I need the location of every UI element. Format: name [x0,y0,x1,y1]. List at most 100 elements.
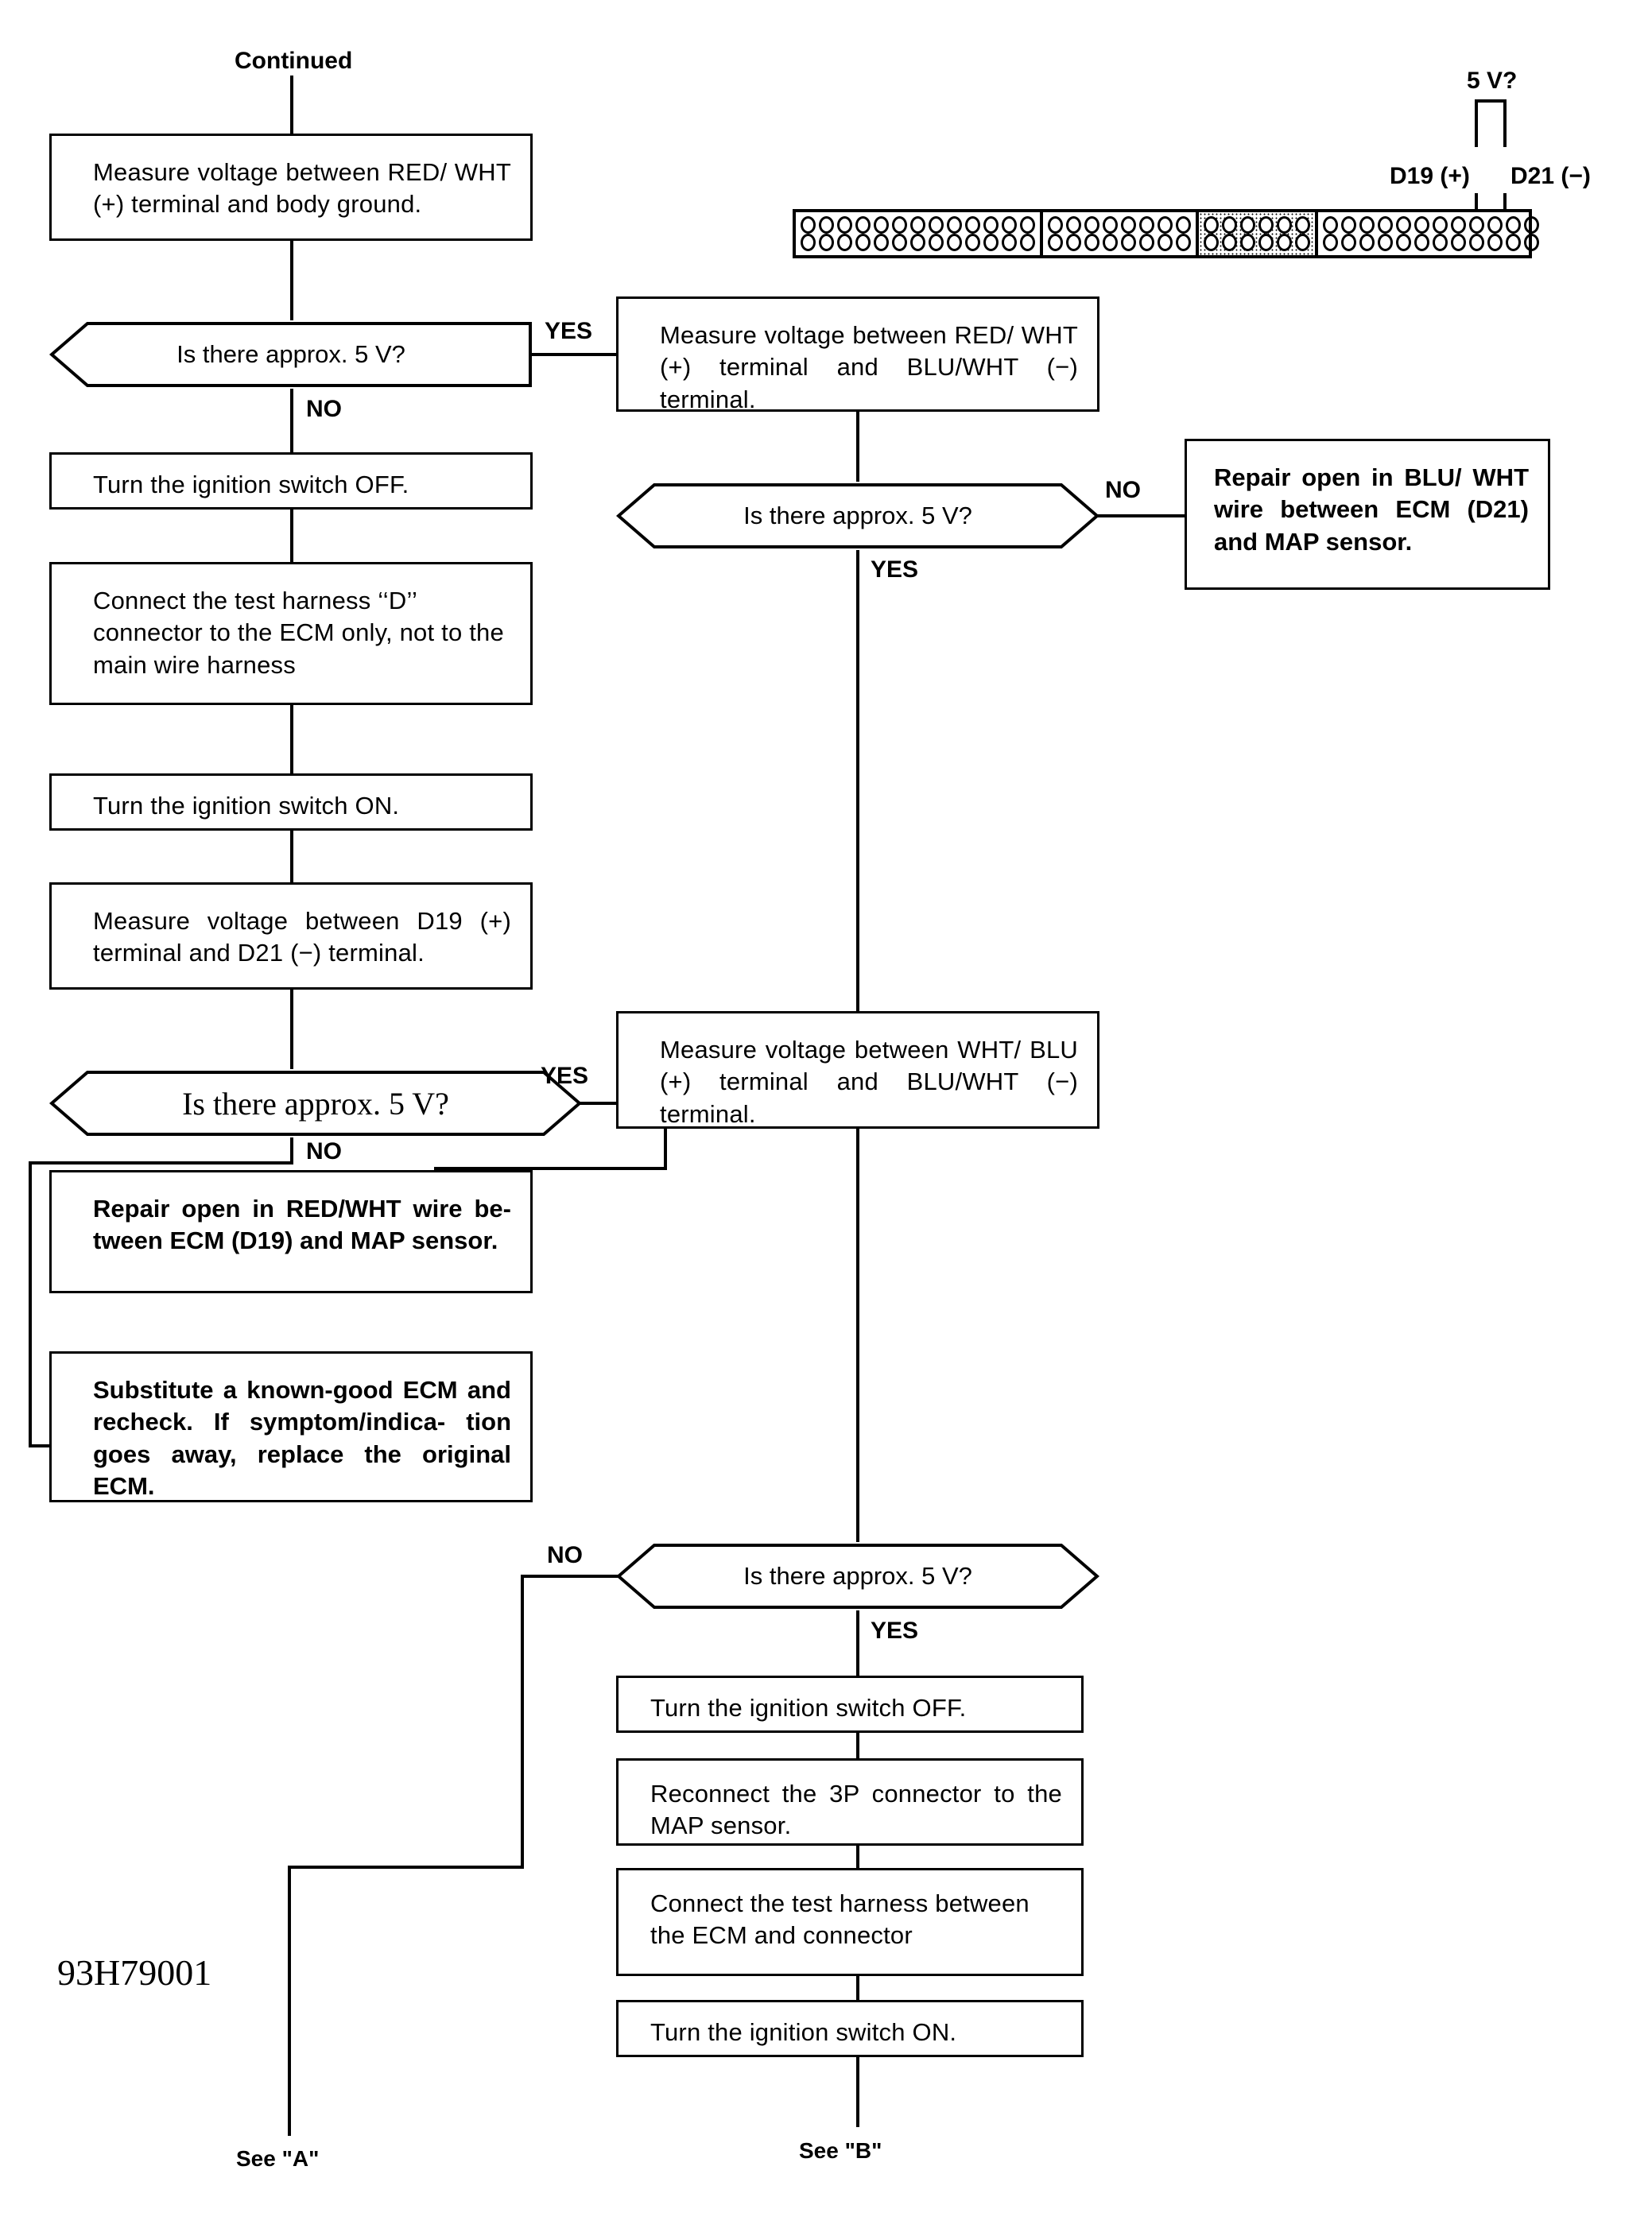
connector-pin [947,215,962,234]
line-reconnect-to-connectharness [856,1846,859,1868]
connector-pin-group-1 [796,212,1043,255]
decision-is-there-5v-3: Is there approx. 5 V? [616,482,1099,550]
line-ign1-to-harnessd [290,510,293,562]
connector-pin [892,215,907,234]
see-a-label: See "A" [236,2146,320,2171]
connector-pin [1240,234,1255,252]
connector-pin [1433,215,1448,234]
line-ignoff2-to-reconnect [856,1733,859,1758]
label-yes-2: YES [541,1063,589,1089]
connector-pin [1103,215,1118,234]
node-ignition-off-1: Turn the ignition switch OFF. [49,452,533,510]
line-d1-no [290,389,293,452]
connector-pin [855,234,871,252]
label-no-2: NO [306,1138,342,1165]
connector-pin-group-4 [1318,212,1544,255]
connector-pin [1176,234,1191,252]
connector-pin [910,215,925,234]
node-substitute-ecm: Substitute a known-good ECM and recheck.… [49,1351,533,1502]
connector-pin [1066,234,1081,252]
decision-is-there-5v-2: Is there approx. 5 V? [49,1069,582,1137]
decision-is-there-5v-4: Is there approx. 5 V? [616,1542,1099,1610]
node-measure-red-wht-ground: Measure voltage between RED/ WHT (+) ter… [49,134,533,241]
line-harnessd-to-ign-on [290,705,293,773]
connector-pin [1396,234,1411,252]
continued-label: Continued [235,48,353,74]
connector-pin-row [1323,234,1539,252]
connector-pin [965,234,980,252]
connector-pin-row [1204,234,1310,252]
connector-pin [1066,215,1081,234]
connector-pin [1002,215,1017,234]
node-connect-harness-d: Connect the test harness ‘‘D’’ connector… [49,562,533,705]
connector-pin [1277,215,1292,234]
drawing-code: 93H79001 [57,1952,212,1993]
connector-pin-row [1048,234,1191,252]
line-5v-bracket-left [1475,99,1478,147]
line-d2-no-h2 [29,1444,52,1447]
connector-pin-row [801,234,1035,252]
connector-pin [1103,234,1118,252]
node-ignition-on-1: Turn the ignition switch ON. [49,773,533,831]
connector-pin-row [1048,215,1191,234]
connector-pin [819,215,834,234]
connector-pin-group-2 [1043,212,1199,255]
connector-pin [1396,215,1411,234]
connector-pin [1451,215,1466,234]
node-measure-red-wht-blu-wht: Measure voltage between RED/ WHT (+) ter… [616,296,1099,413]
line-d4-no-h2 [288,1866,524,1869]
node-ignition-off-2: Turn the ignition switch OFF. [616,1676,1084,1733]
connector-pin [1240,215,1255,234]
line-d1-yes [529,353,616,356]
label-no-1: NO [306,396,342,422]
connector-pin [1204,215,1219,234]
line-continued-to-box1 [290,76,293,135]
node-ignition-on-2: Turn the ignition switch ON. [616,2000,1084,2057]
connector-pin [1524,215,1539,234]
line-d2-no-h [29,1161,293,1165]
connector-pin [1139,215,1154,234]
connector-pin [1341,215,1356,234]
connector-pin [1295,215,1310,234]
line-d3-no [1097,514,1185,517]
connector-pin [983,234,999,252]
connector-pin [1323,234,1338,252]
line-d2-yes-h2 [434,1167,667,1170]
connector-pin [1158,215,1173,234]
connector-pin [910,234,925,252]
label-yes-1: YES [545,318,593,344]
connector-pin [1469,215,1484,234]
connector-pin [1277,234,1292,252]
node-measure-d19-d21: Measure voltage between D19 (+) terminal… [49,882,533,990]
connector-pin [1084,215,1099,234]
connector-pin [819,234,834,252]
node-repair-blu-wht: Repair open in BLU/ WHT wire between ECM… [1185,439,1550,590]
connector-pin-row [1323,215,1539,234]
five-volt-label: 5 V? [1467,68,1518,94]
connector-pin [1258,234,1274,252]
line-measure3-to-decision4 [856,1129,859,1542]
connector-pin [1158,234,1173,252]
connector-pin [837,234,852,252]
line-see-a-v [288,1866,291,2136]
node-measure-wht-blu: Measure voltage between WHT/ BLU (+) ter… [616,1011,1099,1129]
connector-pin [1258,215,1274,234]
d21-label: D21 (−) [1510,163,1591,189]
connector-pin [1451,234,1466,252]
line-d4-yes [856,1610,859,1676]
connector-pin [1469,234,1484,252]
connector-pin [1204,234,1219,252]
label-yes-4: YES [871,1618,919,1644]
line-ignon2-to-see-b [856,2057,859,2127]
connector-pin [1524,234,1539,252]
connector-pin [874,234,889,252]
connector-pin [965,215,980,234]
connector-pin [837,215,852,234]
connector-pin [1222,215,1237,234]
label-yes-3: YES [871,556,919,583]
connector-pin [892,234,907,252]
line-d4-no-v [521,1575,524,1869]
connector-pin [1222,234,1237,252]
connector-pin [874,215,889,234]
